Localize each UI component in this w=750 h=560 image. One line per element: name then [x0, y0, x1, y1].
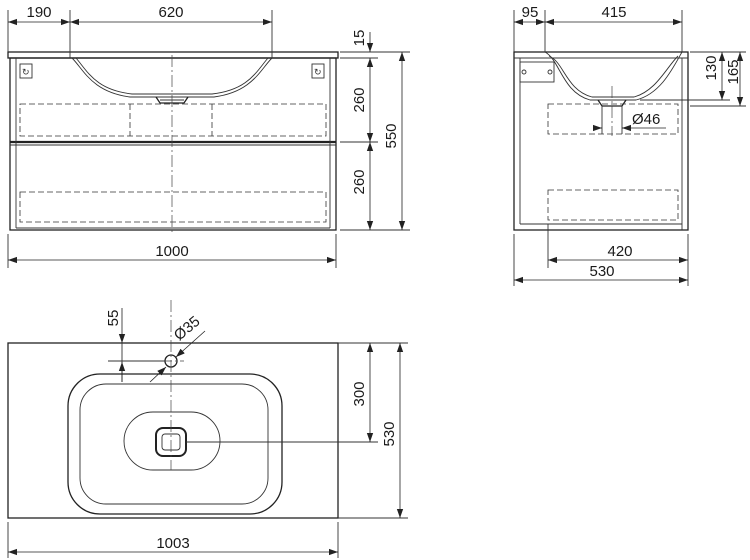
- side-view: 95 415 130 165 Ø46 420 530: [513, 4, 746, 286]
- dim-side-530: 530: [589, 263, 614, 280]
- top-countertop-outline: [7, 342, 339, 519]
- dim-front-260-upper: 260: [351, 87, 368, 112]
- svg-text:↻: ↻: [22, 67, 30, 77]
- side-cabinet-body: [513, 51, 689, 231]
- svg-text:↻: ↻: [314, 67, 322, 77]
- dim-top-300: 300: [351, 381, 368, 406]
- top-basin-outer: [67, 373, 283, 515]
- front-top-slab: [7, 51, 339, 59]
- side-basin-profile: [544, 51, 683, 101]
- dim-top-530: 530: [381, 421, 398, 446]
- dim-side-415: 415: [601, 4, 626, 21]
- top-view: 55 Ø35 300 530 1003: [7, 300, 408, 558]
- front-lower-drawer-outline: [19, 191, 327, 223]
- front-hinge-left: [19, 63, 33, 79]
- front-cabinet-body: [9, 57, 337, 231]
- dim-top-1003: 1003: [156, 535, 189, 552]
- dim-top-55: 55: [105, 310, 122, 327]
- dim-front-15: 15: [351, 30, 368, 47]
- dim-side-165: 165: [725, 59, 742, 84]
- side-upper-drawer-outline: [547, 103, 679, 135]
- dim-side-420: 420: [607, 243, 632, 260]
- dim-front-190: 190: [26, 4, 51, 21]
- top-drain-recess: [123, 411, 221, 471]
- dim-front-550: 550: [383, 123, 400, 148]
- dim-side-diameter-46: Ø46: [632, 111, 660, 128]
- front-view: ↻ ↻ 190 620 15 260 260 550 1000: [7, 4, 410, 268]
- side-lower-drawer-outline: [547, 189, 679, 221]
- dim-front-260-lower: 260: [351, 169, 368, 194]
- dim-side-95: 95: [522, 4, 539, 21]
- front-hinge-right: [311, 63, 325, 79]
- dim-front-1000: 1000: [155, 243, 188, 260]
- top-basin-inner: [79, 383, 269, 505]
- side-wall-bracket: [519, 61, 555, 83]
- dim-top-diameter-35: Ø35: [171, 313, 204, 344]
- front-upper-drawer-outline: [19, 103, 327, 137]
- dim-side-130: 130: [703, 55, 720, 80]
- dim-front-620: 620: [158, 4, 183, 21]
